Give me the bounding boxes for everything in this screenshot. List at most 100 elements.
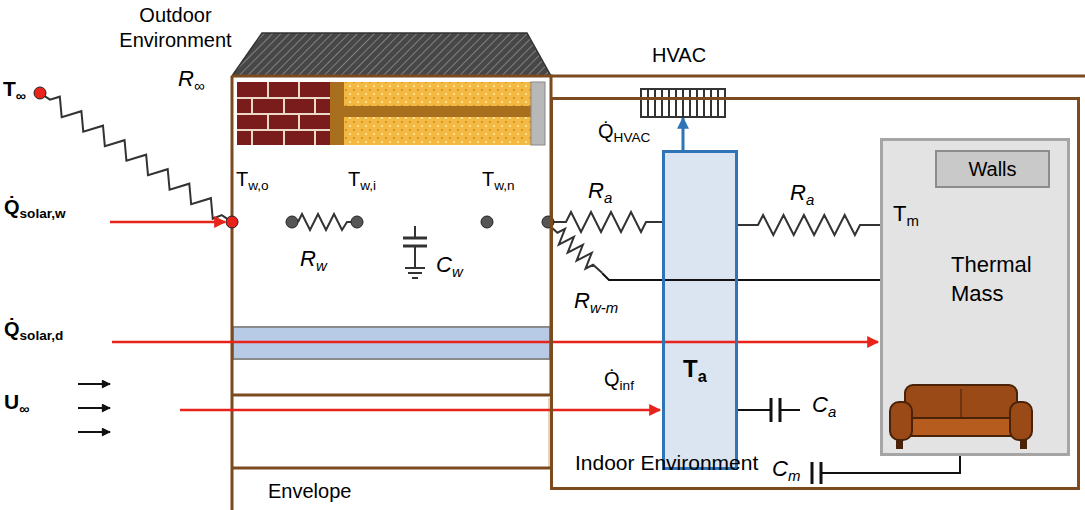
subscript: HVAC <box>614 130 651 145</box>
heat-flow-label: Q̇inf <box>604 368 634 391</box>
wall-to-mass-resistor <box>545 220 608 279</box>
capacitance-label: Cw <box>436 252 463 277</box>
wall-layers <box>251 130 253 145</box>
heat-gain-arrow <box>110 221 225 224</box>
subscript: a <box>806 191 814 208</box>
wall-layers <box>314 98 316 114</box>
hvac-heat-arrow <box>682 118 685 150</box>
wall-resistor <box>298 214 351 230</box>
subscript: inf <box>620 378 634 393</box>
wall-capacitor <box>412 277 418 279</box>
subscript: w,o <box>248 178 268 193</box>
wind-arrow <box>78 407 110 409</box>
heat-flow-label: Q̇HVAC <box>598 120 650 143</box>
hvac-grille-bars <box>675 90 677 116</box>
node-fill <box>550 97 1080 490</box>
thermal-mass-box: TmThermal MassWalls <box>880 138 1070 456</box>
subscript: a <box>698 367 707 385</box>
subscript: ∞ <box>194 77 205 94</box>
outdoor-resistor <box>36 86 237 228</box>
node-title: HVAC <box>652 44 706 67</box>
subscript: a <box>604 189 612 206</box>
wall-to-air-resistor <box>554 212 662 232</box>
node-dot <box>542 216 554 228</box>
temperature-label: Tw,i <box>348 168 376 191</box>
sofa <box>903 418 1019 436</box>
subscript: w-m <box>590 299 618 316</box>
hvac-grille: HVAC <box>640 88 726 118</box>
hvac-grille-bars <box>682 90 684 116</box>
subscript: ∞ <box>19 401 29 417</box>
resistance-label: R∞ <box>178 66 205 91</box>
region-label: Envelope <box>268 480 351 503</box>
heat-flow-label: Q̇solar,d <box>4 318 63 341</box>
envelope-outline <box>232 76 551 395</box>
wall-layers <box>267 114 269 130</box>
wall-layers <box>298 82 300 98</box>
hvac-grille-bars <box>689 90 691 116</box>
wind-arrow <box>78 431 110 433</box>
node-fill <box>662 150 738 470</box>
node-title: Tm <box>893 201 919 226</box>
subscript: w,i <box>360 178 376 193</box>
mass-capacitor <box>821 456 960 473</box>
wall-to-mass-resistor <box>545 220 880 280</box>
capacitance-label: Cm <box>772 456 800 481</box>
wall-capacitor <box>408 272 422 274</box>
heat-gain-arrow <box>112 341 878 344</box>
air-capacitor <box>780 409 800 411</box>
subscript: w <box>316 257 327 274</box>
resistance-label: Rw <box>300 246 327 271</box>
subscript: solar,d <box>20 328 64 343</box>
envelope-outline <box>232 467 551 470</box>
walls-box: Walls <box>935 150 1050 188</box>
air-capacitor <box>738 398 800 422</box>
node-title: Indoor Environment <box>575 451 758 475</box>
subscript: m <box>906 212 918 229</box>
hvac-grille-bars <box>696 90 698 116</box>
node-dot <box>481 216 493 228</box>
wall-layers <box>267 82 269 98</box>
hvac-grille-bars <box>647 90 649 116</box>
hvac-grille-bars <box>710 90 712 116</box>
wall-capacitor <box>414 246 416 268</box>
sofa <box>1021 440 1026 448</box>
wall-layers <box>237 82 545 145</box>
node-fill <box>880 138 1070 456</box>
temperature-label: Tw,n <box>482 168 515 191</box>
heat-gain-arrow <box>180 409 660 412</box>
heat-flow-label: Q̇solar,w <box>4 196 66 219</box>
wall-layers <box>251 98 253 114</box>
infiltration-gap <box>548 398 553 468</box>
wall-layers <box>531 82 545 145</box>
wall-layers <box>344 106 531 117</box>
hvac-grille-bars <box>654 90 656 116</box>
wall-to-air-resistor <box>554 212 662 232</box>
hvac-grille-bars <box>668 90 670 116</box>
node-fill <box>935 150 1050 188</box>
wall-layers <box>344 82 531 145</box>
envelope-outline <box>231 76 234 510</box>
temperature-label: T∞ <box>3 77 26 101</box>
roof <box>232 33 551 76</box>
wall-layers <box>314 130 316 145</box>
region-label: Outdoor Environment <box>113 3 238 53</box>
node-title: Ta <box>683 355 707 383</box>
resistance-label: Rw-m <box>574 288 618 313</box>
mass-capacitor <box>811 462 814 484</box>
sofa <box>890 402 912 440</box>
infiltration-gap <box>548 398 553 468</box>
wall-capacitor <box>403 226 427 278</box>
wall-layers <box>237 82 330 145</box>
mass-capacitor <box>812 456 960 484</box>
heat-gain-arrow <box>110 222 878 410</box>
subscript: w <box>452 263 463 280</box>
wall-to-mass-resistor <box>545 220 608 279</box>
envelope-outline <box>551 75 1085 78</box>
node-dot <box>351 216 363 228</box>
temperature-label: Tw,o <box>236 168 269 191</box>
indoor-zone: Indoor Environment Ta TmThermal MassWalls <box>550 97 1080 490</box>
wall-layers <box>283 130 285 145</box>
roof <box>232 33 551 76</box>
